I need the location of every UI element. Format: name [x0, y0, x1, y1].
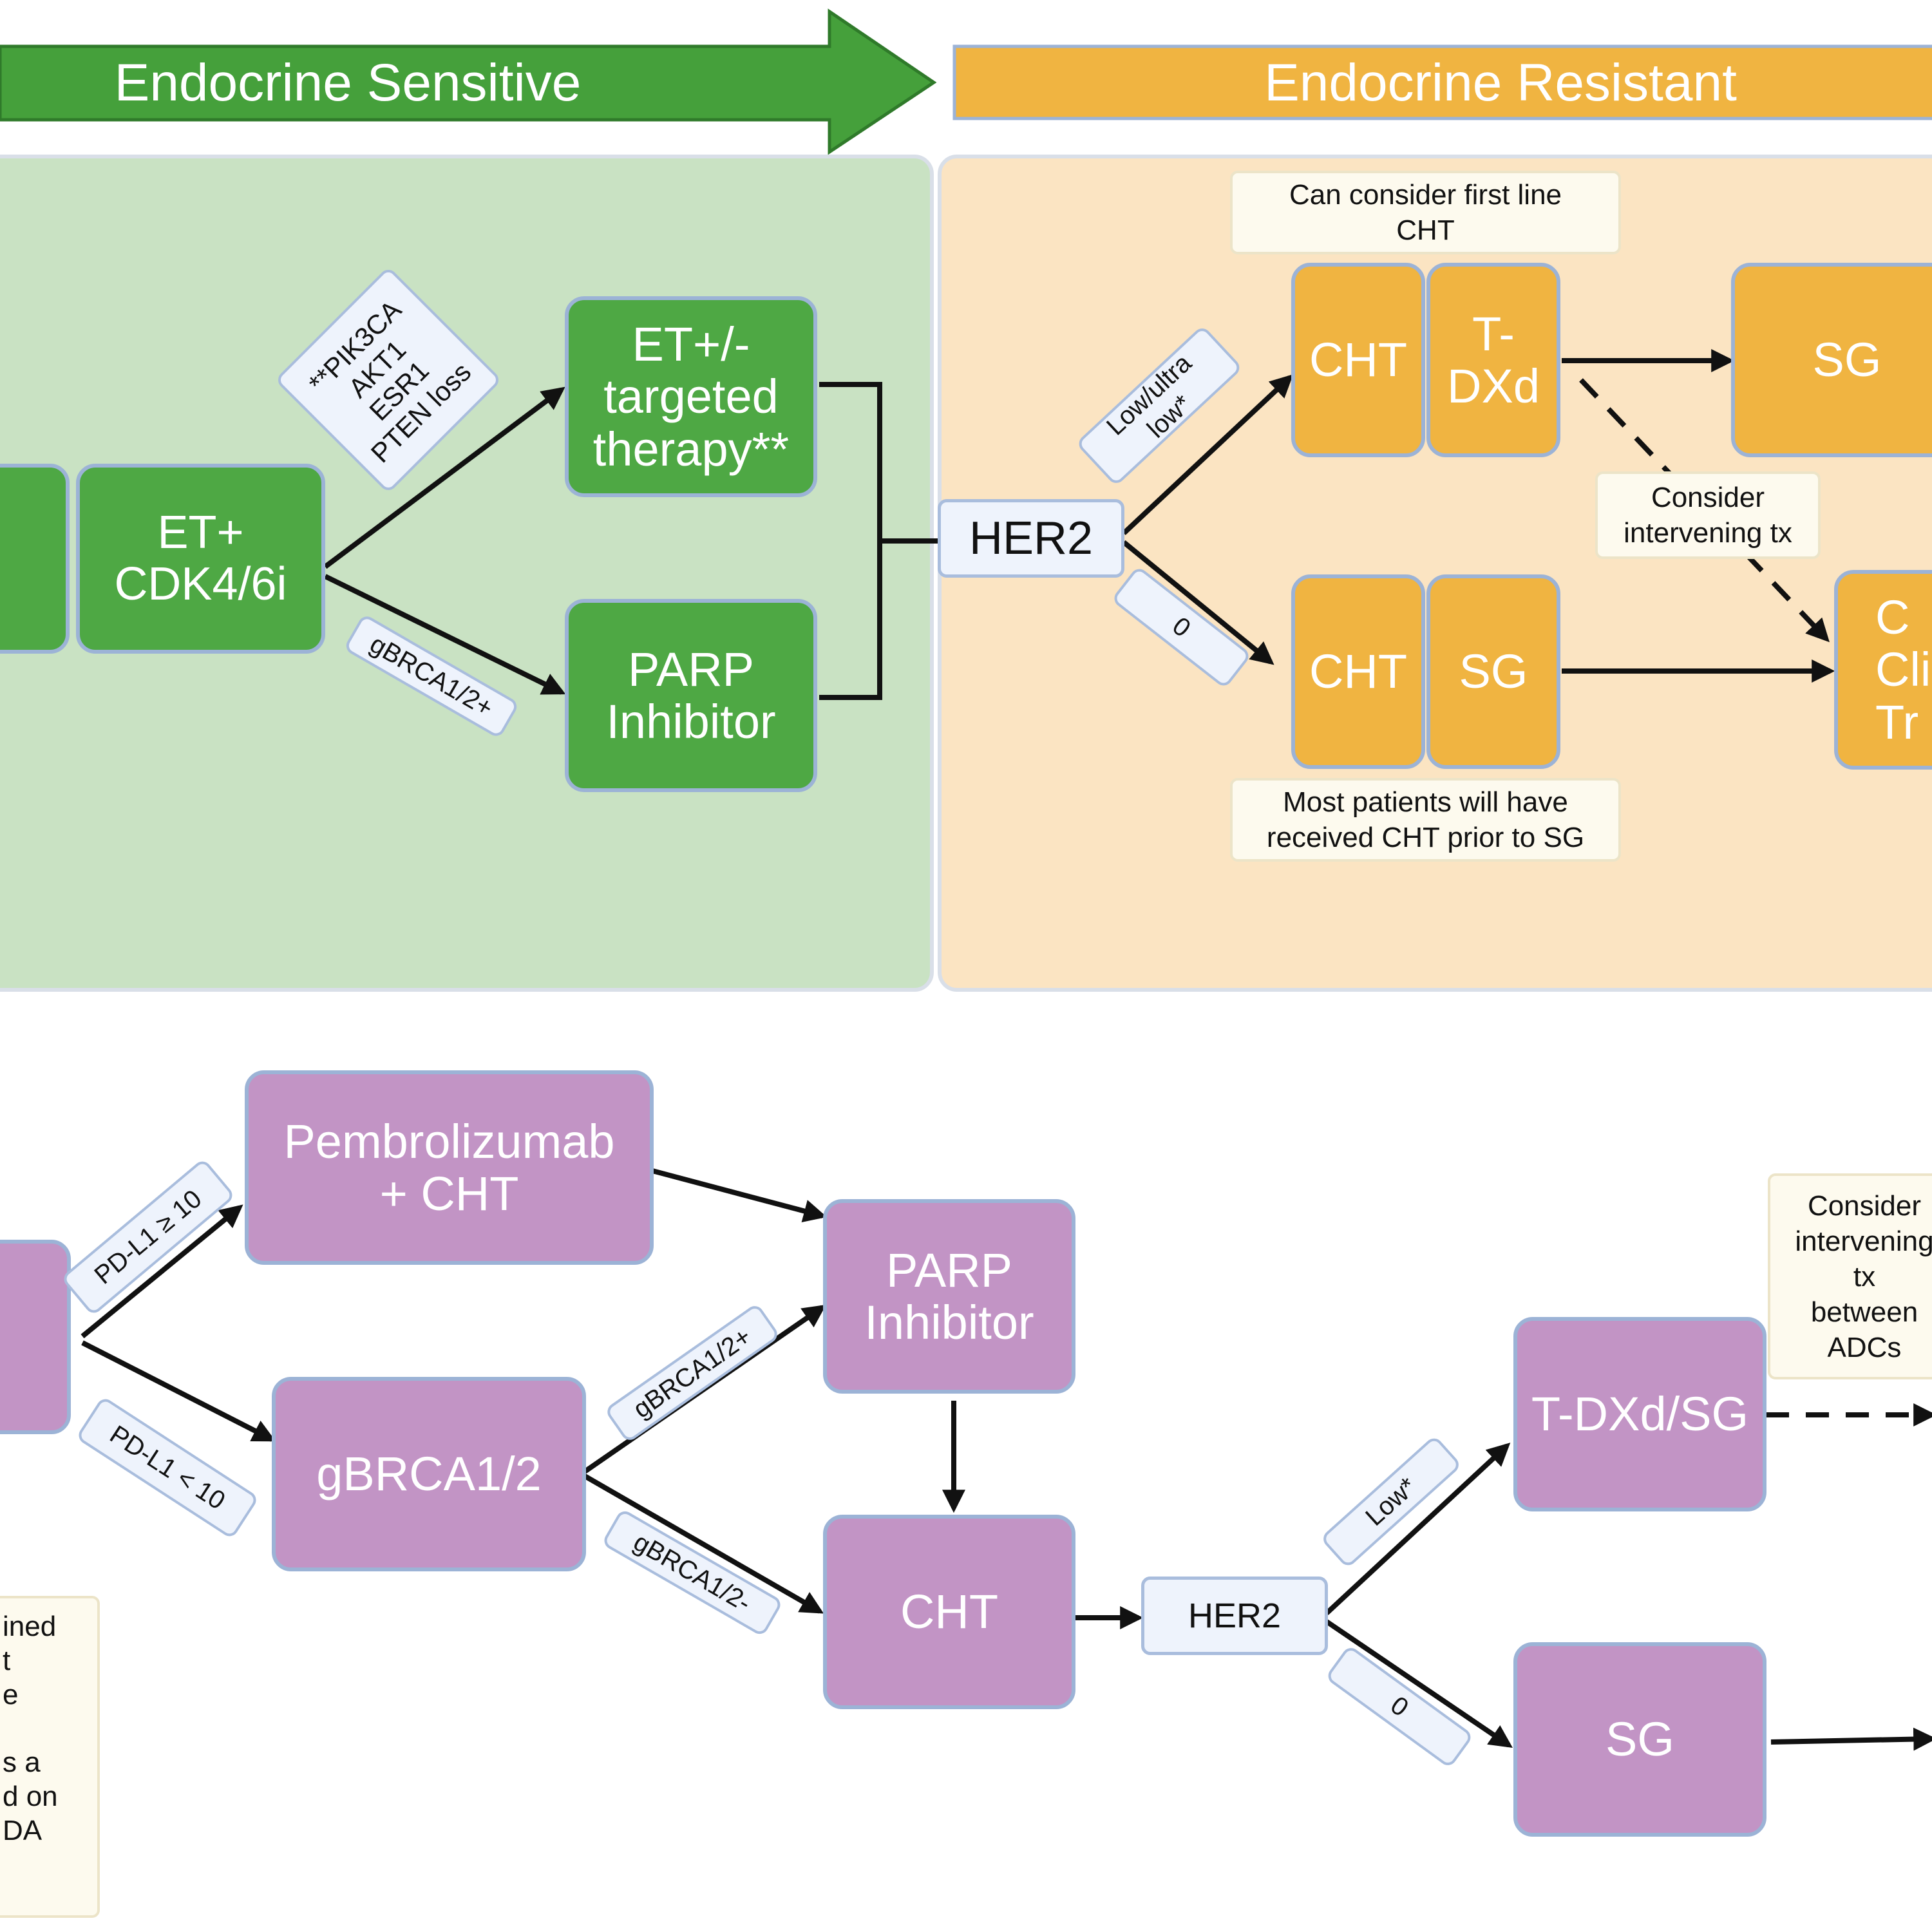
note-left-partial: ined t e s a d on DA: [0, 1596, 100, 1918]
endocrine-sensitive-label: Endocrine Sensitive: [114, 53, 582, 112]
arrow-her2-to-tdxdsg: [1325, 1443, 1511, 1615]
arrow-to-et-targeted: [323, 386, 565, 569]
cht-box-bottom: CHT: [823, 1515, 1075, 1709]
endocrine-sensitive-arrow: [0, 8, 937, 155]
et-targeted-therapy-box: ET+/- targeted therapy**: [565, 296, 817, 497]
pembrolizumab-cht-box: Pembrolizumab + CHT: [245, 1070, 654, 1265]
arrow-her2-to-cht-lower: [1122, 540, 1274, 665]
cht-box-upper: CHT: [1291, 263, 1425, 457]
bracket-connector: [819, 382, 938, 700]
arrow-pembro-to-parp: [651, 1168, 827, 1223]
arrow-her2-to-sg: [1325, 1619, 1513, 1748]
cht-box-lower: CHT: [1291, 574, 1425, 769]
note-first-line-cht: Can consider first line CHT: [1230, 171, 1621, 254]
her2-node-bottom: HER2: [1141, 1577, 1328, 1655]
clinical-trial-box-partial: C Cli Tr: [1834, 570, 1932, 770]
parp-inhibitor-box-bottom: PARP Inhibitor: [823, 1199, 1075, 1394]
sg-box-lower: SG: [1426, 574, 1560, 769]
note-intervening-adcs: Consider intervening tx between ADCs: [1768, 1173, 1932, 1379]
arrow-to-parp-top: [324, 574, 566, 695]
parp-inhibitor-box-top: PARP Inhibitor: [565, 599, 817, 792]
partial-left-green-box: [0, 464, 70, 654]
tdxd-sg-box: T-DXd/SG: [1513, 1317, 1766, 1511]
her2-node-top: HER2: [938, 499, 1124, 578]
sg-box-bottom: SG: [1513, 1642, 1766, 1837]
sg-box-upper: SG: [1731, 263, 1932, 457]
partial-left-purple-box: [0, 1240, 71, 1434]
arrow-to-gbrca: [81, 1340, 276, 1442]
arrow-to-pembro: [80, 1204, 243, 1339]
note-most-patients: Most patients will have received CHT pri…: [1230, 778, 1621, 862]
endocrine-resistant-bar: [952, 44, 1932, 120]
arrow-gbrca-to-cht: [583, 1473, 824, 1614]
endocrine-resistant-label: Endocrine Resistant: [1264, 53, 1737, 112]
arrow-her2-to-cht-upper: [1122, 374, 1294, 535]
tdxd-box-upper: T- DXd: [1426, 263, 1560, 457]
note-consider-intervening-top: Consider intervening tx: [1595, 471, 1821, 559]
gbrca-box: gBRCA1/2: [272, 1377, 586, 1571]
arrow-sg-right: [1770, 1727, 1932, 1751]
et-cdk46i-box: ET+ CDK4/6i: [76, 464, 325, 654]
